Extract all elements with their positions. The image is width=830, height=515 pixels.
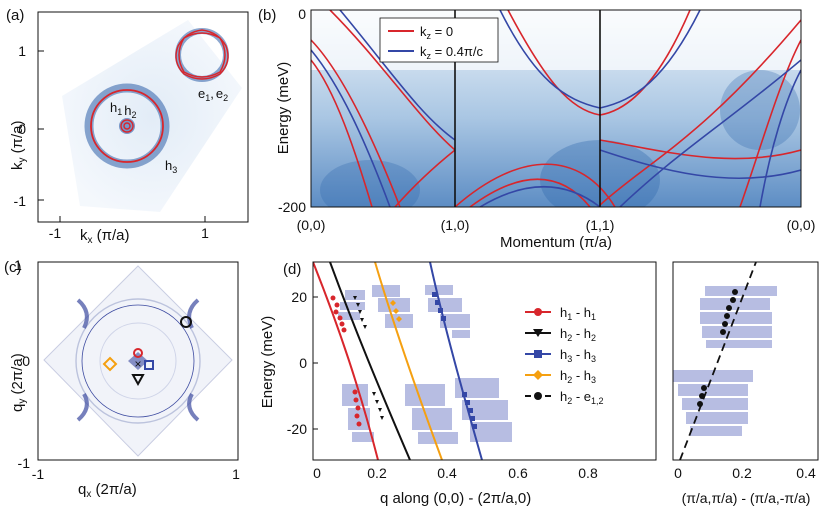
c-marker-circle-red xyxy=(133,348,143,358)
d-xtick-08: 0.8 xyxy=(578,465,598,481)
panel-c: (c) × 1 0 -1 -1 1 qx (2π/a) qy (2π/a) xyxy=(4,257,240,500)
c-ytick-neg1: -1 xyxy=(18,455,31,471)
d-xtick-02: 0.2 xyxy=(367,465,387,481)
legend-h2-h2: h2 - h2 xyxy=(525,326,596,343)
e-xtick-04: 0.4 xyxy=(796,465,816,481)
c-marker-square-blue xyxy=(144,360,154,370)
e-xtick-0: 0 xyxy=(674,465,682,481)
panel-d: (d) xyxy=(259,261,657,507)
legend-h2-h3: h2 - h3 xyxy=(525,368,596,385)
d-xtick-06: 0.6 xyxy=(508,465,528,481)
e-xlabel: (π/a,π/a) - (π/a,-π/a) xyxy=(682,490,811,506)
label-h3: h3 xyxy=(165,158,177,175)
svg-text:h2 - h2: h2 - h2 xyxy=(560,326,596,343)
panel-b-frame xyxy=(310,9,802,208)
b-ylabel: Energy (meV) xyxy=(275,62,292,155)
a-ytick-0: 0 xyxy=(18,121,26,137)
d-xtick-0: 0 xyxy=(313,465,321,481)
c-marker-circle-black xyxy=(180,316,192,328)
panel-b-legend: kz = 0 kz = 0.4π/c xyxy=(379,17,499,63)
panel-a-label: (a) xyxy=(6,7,24,24)
d-xlabel: q along (0,0) - (2π/a,0) xyxy=(380,490,531,507)
legend-h2-e12: h2 - e1,2 xyxy=(525,389,604,406)
a-xlabel: kx (π/a) xyxy=(80,227,130,246)
panel-e-frame xyxy=(672,261,819,461)
panel-d-legend: h1 - h1 h2 - h2 h3 - h3 h2 - h3 h2 - e1, xyxy=(525,305,604,406)
c-marker-triangle-black xyxy=(131,374,145,387)
b-ytick-neg200: -200 xyxy=(278,199,306,215)
dispersion-plot xyxy=(313,262,512,460)
legend-kz04: kz = 0.4π/c xyxy=(420,44,483,61)
b-xtick-00-end: (0,0) xyxy=(787,217,816,233)
a-ylabel: ky (π/a) xyxy=(9,120,28,170)
panel-d-label: (d) xyxy=(283,261,301,278)
e-xtick-02: 0.2 xyxy=(732,465,752,481)
a-ytick-neg1: -1 xyxy=(14,193,27,209)
svg-text:h3 - h3: h3 - h3 xyxy=(560,347,596,364)
c-marker-x-blue: × xyxy=(134,357,141,371)
a-ytick-1: 1 xyxy=(18,43,26,59)
c-xlabel: qx (2π/a) xyxy=(78,481,137,500)
c-ytick-0: 0 xyxy=(22,353,30,369)
d-ytick-neg20: -20 xyxy=(287,421,307,437)
legend-h1-h1: h1 - h1 xyxy=(525,305,596,322)
b-xtick-10: (1,0) xyxy=(441,217,470,233)
legend-kz0: kz = 0 xyxy=(420,24,453,41)
panel-b-label: (b) xyxy=(258,7,276,24)
panel-e: 0 0.2 0.4 (π/a,π/a) - (π/a,-π/a) xyxy=(672,261,819,506)
c-xtick-neg1: -1 xyxy=(32,466,45,482)
d-ytick-20: 20 xyxy=(291,289,307,305)
legend-h3-h3: h3 - h3 xyxy=(525,347,596,364)
d-ytick-0: 0 xyxy=(299,355,307,371)
panel-d-frame xyxy=(312,261,657,461)
d-xtick-04: 0.4 xyxy=(437,465,457,481)
c-ytick-1: 1 xyxy=(14,257,22,273)
qpi-map: × xyxy=(43,265,233,457)
svg-text:h2 - e1,2: h2 - e1,2 xyxy=(560,389,604,406)
fermi-surface-map xyxy=(62,20,242,212)
b-xtick-00: (0,0) xyxy=(297,217,326,233)
c-ylabel: qy (2π/a) xyxy=(9,353,28,412)
panel-c-label: (c) xyxy=(4,259,22,276)
b-ytick-0: 0 xyxy=(298,6,306,22)
a-xtick-neg1: -1 xyxy=(49,225,62,241)
b-xtick-11: (1,1) xyxy=(586,217,615,233)
svg-text:h1 - h1: h1 - h1 xyxy=(560,305,596,322)
diagonal-dispersion-plot xyxy=(673,262,777,460)
c-xtick-1: 1 xyxy=(232,466,240,482)
b-xlabel: Momentum (π/a) xyxy=(500,234,612,251)
c-marker-diamond-orange xyxy=(102,356,118,372)
a-xtick-1: 1 xyxy=(201,225,209,241)
d-ylabel: Energy (meV) xyxy=(259,316,276,409)
svg-text:h2 - h3: h2 - h3 xyxy=(560,368,596,385)
panel-b: (b) xyxy=(258,6,815,251)
label-e1-e2: e1,e2 xyxy=(198,86,228,103)
